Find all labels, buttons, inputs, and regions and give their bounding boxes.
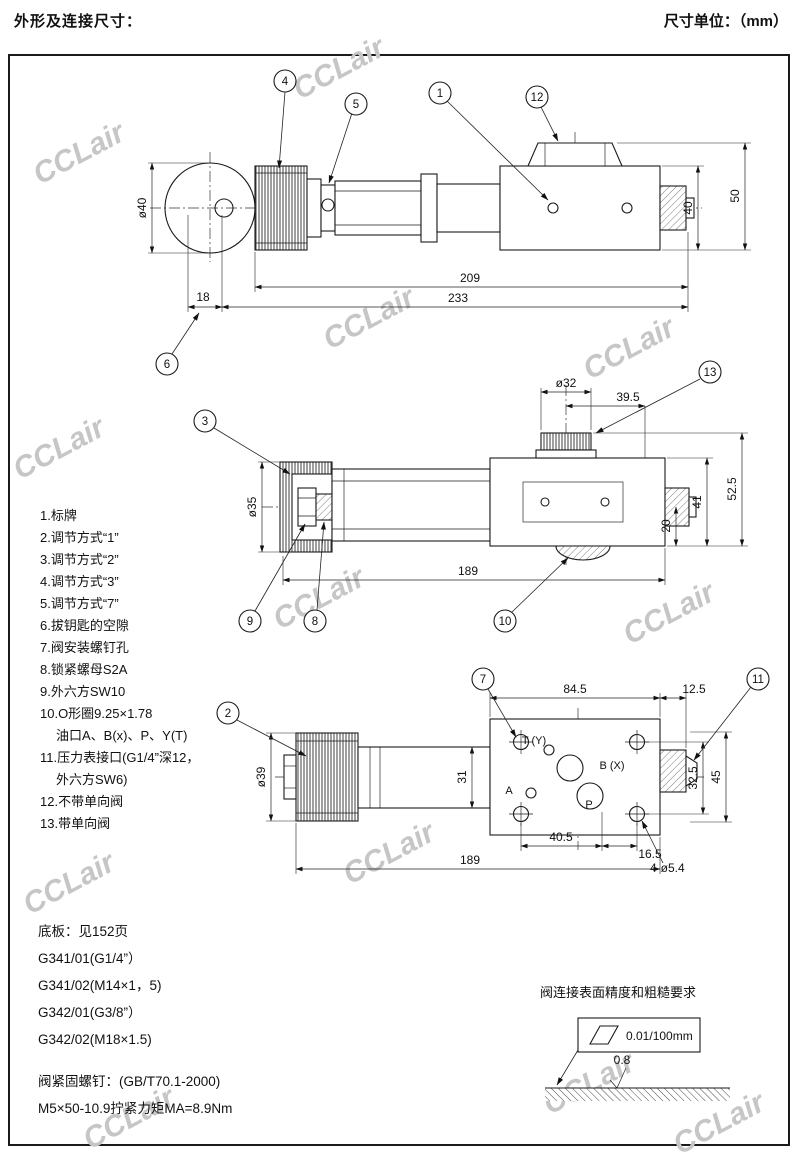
balloon-9: 9 — [247, 616, 253, 628]
dim-45: 45 — [709, 770, 723, 784]
top-view-balloons: 4 5 1 12 6 — [155, 69, 559, 376]
balloon-11: 11 — [752, 674, 764, 686]
dim-189-middle: 189 — [458, 564, 478, 578]
watermark-text: CCLair — [318, 280, 422, 356]
dim-dia39: ø39 — [254, 766, 268, 787]
unit-note: 尺寸单位：（mm） — [663, 13, 788, 30]
watermark-text: CCLair — [338, 815, 442, 891]
parts-list-item: 11.压力表接口(G1/4”深12， — [40, 750, 200, 765]
watermark-text: CCLair — [618, 575, 722, 651]
dim-31: 31 — [455, 770, 469, 784]
middle-view-outline — [262, 385, 700, 565]
parts-list-item: 2.调节方式“1” — [40, 530, 119, 545]
baseplate-note-line: G341/02(M14×1，5) — [38, 978, 162, 993]
baseplate-notes: 底板：见152页 G341/01(G1/4”） G341/02(M14×1，5)… — [38, 918, 161, 1053]
roughness-value: 0.8 — [614, 1053, 631, 1067]
port-label-bx: B (X) — [599, 760, 624, 772]
parts-list-item: 4.调节方式“3” — [40, 574, 119, 589]
dim-84-5: 84.5 — [563, 682, 587, 696]
dim-holes: 4-ø5.4 — [650, 861, 685, 875]
watermark-text: CCLair — [578, 310, 682, 386]
parts-list-item: 12.不带单向阀 — [40, 794, 124, 809]
bottom-view-dimensions: 84.5 12.5 ø39 31 32.5 45 40.5 16.5 — [254, 682, 732, 875]
baseplate-note-line: G342/01(G3/8”） — [38, 1005, 142, 1020]
balloon-12: 12 — [531, 92, 544, 104]
parts-list-item: 油口A、B(x)、P、Y(T) — [56, 728, 188, 743]
dim-dia35: ø35 — [245, 496, 259, 517]
port-label-a: A — [505, 785, 513, 797]
dim-209: 209 — [460, 271, 480, 285]
watermark-text: CCLair — [18, 845, 122, 921]
screw-note-line: M5×50-10.9拧紧力矩MA=8.9Nm — [38, 1101, 233, 1116]
port-label-ty: T (Y) — [522, 735, 546, 747]
middle-view-balloons: 3 13 9 8 10 — [193, 360, 722, 633]
parts-list-item: 外六方SW6) — [56, 772, 128, 787]
dim-233: 233 — [448, 291, 468, 305]
middle-view-dimensions: ø32 39.5 ø35 52.5 41 20 189 — [245, 376, 748, 585]
dim-41: 41 — [690, 495, 704, 509]
parts-list: 1.标牌 2.调节方式“1” 3.调节方式“2” 4.调节方式“3” 5.调节方… — [40, 505, 199, 835]
watermark-text: CCLair — [28, 115, 132, 191]
balloon-8: 8 — [312, 616, 318, 628]
parts-list-item: 10.O形圈9.25×1.78 — [40, 706, 153, 721]
balloon-10: 10 — [499, 616, 512, 628]
baseplate-note-line: 底板：见152页 — [38, 924, 129, 939]
page-title: 外形及连接尺寸： — [14, 13, 143, 30]
dim-dia32: ø32 — [556, 376, 577, 390]
balloon-3: 3 — [202, 416, 208, 428]
baseplate-note-line: G342/02(M18×1.5) — [38, 1032, 152, 1047]
bottom-view-outline — [275, 708, 705, 850]
surface-requirement-symbol: 0.01/100mm 0.8 — [545, 1017, 730, 1101]
balloon-7: 7 — [480, 674, 486, 686]
balloon-4: 4 — [282, 76, 289, 88]
dim-12-5: 12.5 — [682, 682, 706, 696]
dim-dia40: ø40 — [135, 197, 149, 218]
parts-list-item: 6.拔钥匙的空隙 — [40, 618, 129, 633]
screw-note-line: 阀紧固螺钉：(GB/T70.1-2000) — [38, 1074, 221, 1089]
parts-list-item: 7.阀安装螺钉孔 — [40, 640, 129, 655]
dim-18: 18 — [196, 290, 210, 304]
flatness-value: 0.01/100mm — [626, 1029, 693, 1043]
dim-h40: 40 — [681, 201, 695, 215]
watermark-text: CCLair — [288, 30, 392, 106]
balloon-5: 5 — [353, 99, 359, 111]
balloon-6: 6 — [164, 359, 170, 371]
dim-16-5: 16.5 — [638, 847, 662, 861]
baseplate-note-line: G341/01(G1/4”） — [38, 951, 142, 966]
dim-h50: 50 — [728, 189, 742, 203]
dim-39-5: 39.5 — [616, 390, 640, 404]
parts-list-item: 9.外六方SW10 — [40, 684, 126, 699]
parts-list-item: 5.调节方式“7” — [40, 596, 119, 611]
parts-list-item: 3.调节方式“2” — [40, 552, 119, 567]
parts-list-item: 13.带单向阀 — [40, 816, 111, 831]
dim-52-5: 52.5 — [725, 477, 739, 501]
top-view-dimensions: ø40 40 50 209 233 18 — [135, 142, 751, 312]
surface-requirement-title: 阀连接表面精度和粗糙要求 — [540, 985, 697, 1000]
bottom-view-balloons: 7 11 2 — [216, 667, 770, 761]
dim-20: 20 — [659, 519, 673, 533]
watermark-text: CCLair — [8, 410, 112, 486]
top-view-outline — [150, 132, 702, 262]
parts-list-item: 1.标牌 — [40, 508, 77, 523]
dim-189-bottom: 189 — [460, 853, 480, 867]
dim-32-5: 32.5 — [686, 766, 700, 790]
screw-notes: 阀紧固螺钉：(GB/T70.1-2000) M5×50-10.9拧紧力矩MA=8… — [38, 1068, 232, 1122]
drawing-frame — [8, 54, 790, 1146]
bottom-view-port-labels: T (Y) B (X) A P — [505, 735, 624, 811]
port-label-p: P — [585, 799, 592, 811]
parts-list-item: 8.锁紧螺母S2A — [40, 662, 128, 677]
balloon-2: 2 — [225, 708, 231, 720]
balloon-1: 1 — [437, 88, 443, 100]
balloon-13: 13 — [704, 367, 717, 379]
dim-40-5: 40.5 — [549, 830, 573, 844]
